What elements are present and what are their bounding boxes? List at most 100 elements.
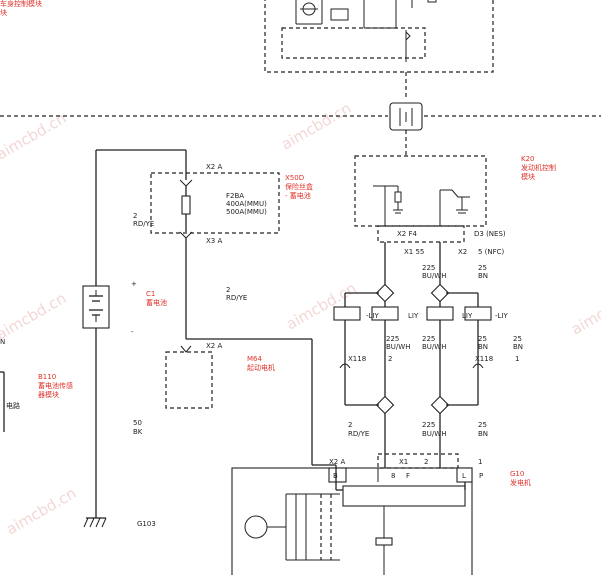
splice-top-right (430, 283, 450, 303)
splice-top-left (375, 283, 395, 303)
k20-pin-d3: D3 (NES) (474, 230, 506, 238)
bcm-outline (264, 0, 494, 73)
wire-bn-1-color: BN (478, 272, 488, 280)
wire-buwh-4-color: BU/WH (422, 430, 446, 438)
fuse-rating-2: 500A(MMU) (226, 208, 267, 216)
k20-outline (354, 155, 487, 227)
watermark: aimcbd.cn (278, 99, 354, 153)
x50d-pin-x3a: X3 A (206, 237, 222, 245)
bcm-label-2: 块 (0, 8, 7, 17)
battery-minus: - (131, 328, 134, 336)
wire-bn-3-color: BN (513, 343, 523, 351)
bcm-inner-outline (281, 27, 426, 59)
wire-buwh-1-num: 225 (422, 264, 435, 272)
splice-bottom-right (430, 395, 450, 415)
wire-rdye-2-color: RD/YE (226, 294, 247, 302)
x50d-block: X2 A F2BA 400A(MMU) 500A(MMU) X3 A X50D … (96, 149, 313, 245)
connector-label-2: LIY (408, 312, 419, 320)
fuse-symbol (181, 195, 191, 215)
g10-pin-l: L (462, 472, 466, 480)
watermark: aimcbd.cn (0, 289, 69, 343)
k20-connector-outline (377, 225, 465, 243)
watermark: aimcbd.cn (3, 484, 79, 538)
k20-pin-5nfc: 5 (NFC) (478, 248, 505, 256)
b110-name: 蓄电池传感 (38, 381, 73, 390)
watermark: aimcbd.cn (0, 109, 69, 163)
wire-rdye-3-num: 2 (348, 421, 352, 429)
resistor-symbol (330, 8, 349, 21)
x50d-sub: - 蓄电池 (285, 191, 311, 200)
wire-bk-num: 50 (133, 419, 142, 427)
inline-connector-2 (371, 306, 399, 321)
wire-buwh-3-color: BU/WH (422, 343, 446, 351)
fuse-name: F2BA (226, 192, 244, 200)
bcm-block: 车身控制模块 块 (0, 0, 494, 100)
c1-id: C1 (146, 290, 155, 298)
bcm-label: 车身控制模块 (0, 0, 42, 8)
k20-id: K20 (521, 155, 535, 163)
g10-block: X2 A X1 2 1 B 8 F L P G10 发电机 (231, 453, 531, 575)
g10-pin-x1: X1 (399, 458, 408, 466)
inline-connector-4 (464, 306, 492, 321)
k20-pin-x2: X2 (458, 248, 467, 256)
m64-block: X2 A M64 起动电机 2 RD/YE (165, 238, 369, 465)
k20-sub: 模块 (521, 172, 535, 181)
terminal-pin-1: 1 (515, 355, 519, 363)
m64-name: 起动电机 (247, 363, 275, 372)
wire-buwh-3-num: 225 (422, 335, 435, 343)
connector-label-4: -LIY (495, 312, 508, 320)
g10-pin-8: 8 (391, 472, 395, 480)
g10-pin-x2a: X2 A (329, 458, 345, 466)
splice-bottom-left (375, 395, 395, 415)
terminal-pin-2: 2 (388, 355, 392, 363)
fuse-rating-1: 400A(MMU) (226, 200, 267, 208)
g10-outline (231, 467, 473, 575)
wire-bk-color: BK (133, 428, 143, 436)
regulator-box (342, 485, 466, 507)
inline-connector-3 (426, 306, 454, 321)
g10-pin-p: P (479, 472, 483, 480)
wire-rdye-3-color: RD/YE (348, 430, 369, 438)
edge-label-n: N (0, 338, 5, 346)
g10-pin-1: 1 (478, 458, 482, 466)
k20-pin-x155: X1 55 (404, 248, 424, 256)
field-coil (375, 537, 393, 546)
wire-bn-2-color: BN (478, 343, 488, 351)
k20-name: 发动机控制 (521, 163, 556, 172)
inline-connector-1 (333, 306, 361, 321)
c1-name: 蓄电池 (146, 298, 167, 307)
m64-id: M64 (247, 355, 262, 363)
g10-connector-outline (377, 453, 459, 469)
wire-bn-3-num: 25 (513, 335, 522, 343)
connector-label-3: LIY (462, 312, 473, 320)
wire-rdye-1-color: RD/YE (133, 220, 154, 228)
g10-pin-x1-2: 2 (424, 458, 428, 466)
wire-buwh-2-color: BU/WH (386, 343, 410, 351)
b110-block: B110 蓄电池传感 器模块 N 电路 (0, 338, 73, 432)
g10-pin-f: F (406, 472, 410, 480)
wire-bn-4-num: 25 (478, 421, 487, 429)
edge-label-circuit: 电路 (6, 401, 20, 410)
wire-bn-1-num: 25 (478, 264, 487, 272)
x50d-name: 保险丝盒 (285, 182, 313, 191)
g10-pin-b: B (333, 472, 338, 480)
k20-pin-x2f4: X2 F4 (397, 230, 418, 238)
m64-outline (165, 351, 213, 409)
ground-label: G103 (137, 520, 156, 528)
b110-sub: 器模块 (38, 390, 59, 399)
k20-block: K20 发动机控制 模块 X2 F4 D3 (NES) X1 55 X2 5 (… (354, 155, 556, 256)
battery-plus: + (131, 280, 137, 288)
connector-label-1: -LIY (366, 312, 379, 320)
wire-rdye-2-num: 2 (226, 286, 230, 294)
serial-data-line (0, 102, 601, 156)
g10-terminal-b (328, 467, 347, 483)
wire-buwh-1-color: BU/WH (422, 272, 446, 280)
wire-buwh-2-num: 225 (386, 335, 399, 343)
wire-bn-2-num: 25 (478, 335, 487, 343)
terminal-x118-left: X118 (348, 355, 366, 363)
x50d-pin-x2a: X2 A (206, 163, 222, 171)
x50d-id: X50D (285, 174, 304, 182)
b110-id: B110 (38, 373, 56, 381)
wire-rdye-1-num: 2 (133, 212, 137, 220)
